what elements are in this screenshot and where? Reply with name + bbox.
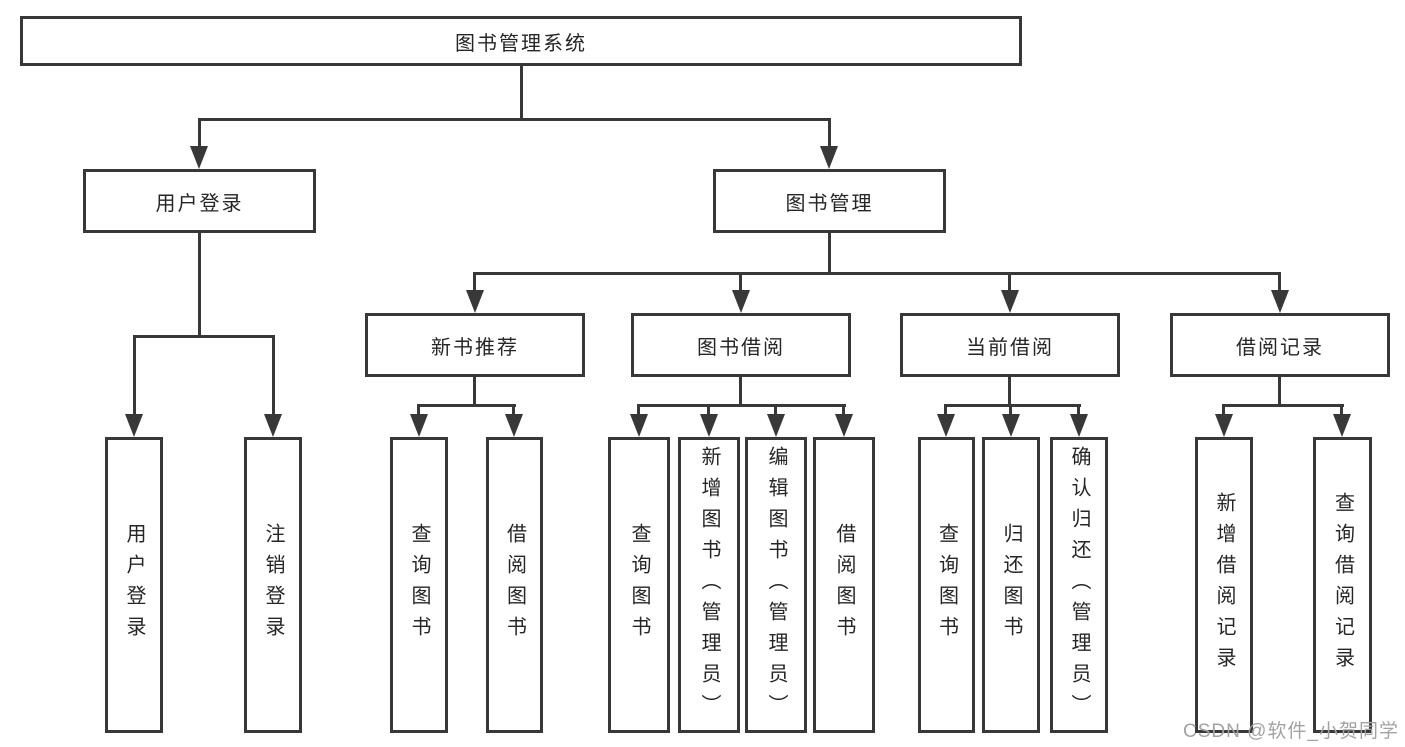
arrow-down-icon [630,414,648,437]
leaf-logout: 注销登录 [244,437,302,733]
connector-leaf-drop [1222,404,1225,416]
arrow-down-icon [125,414,143,437]
leaf-query-borrow-record: 查询借阅记录 [1313,437,1372,733]
leaf-label: 用户登录 [123,523,145,647]
leaf-label: 确认归还（管理员） [1068,445,1090,725]
leaf-user-login: 用户登录 [105,437,163,733]
arrow-down-icon [264,414,282,437]
node-library-management-system: 图书管理系统 [20,16,1022,66]
node-new-book-recommendation: 新书推荐 [365,313,585,377]
arrow-down-icon [1070,414,1088,437]
leaf-add-borrow-record: 新增借阅记录 [1195,437,1253,733]
connector-l3-drop [1008,272,1011,290]
leaf-label: 查询借阅记录 [1331,492,1354,678]
node-label: 图书借阅 [697,336,785,359]
arrow-down-icon [820,146,838,169]
arrow-down-icon [937,414,955,437]
node-borrowing-records: 借阅记录 [1170,313,1390,377]
leaf-label: 查询图书 [408,523,430,647]
connector-leaf-drop [774,404,777,416]
node-label: 借阅记录 [1236,336,1324,359]
arrow-down-icon [1002,414,1020,437]
connector-user-login-drop [198,118,201,150]
connector-book-mgmt-drop [828,118,831,150]
arrow-down-icon [700,414,718,437]
arrow-down-icon [190,146,208,169]
leaf-label: 查询图书 [628,523,650,647]
connector-leaf-drop [637,404,640,416]
connector-l3-drop [739,272,742,290]
connector-l3-drop [1278,272,1281,290]
connector-l3-branch [1222,404,1344,407]
connector-l3-branch [637,404,846,407]
node-label: 当前借阅 [966,336,1054,359]
connector-book-mgmt-branch [473,272,1281,275]
leaf-label: 新增图书（管理员） [698,445,720,725]
connector-user-login-stem [198,233,201,338]
node-user-login: 用户登录 [83,169,316,233]
leaf-label: 查询图书 [935,523,958,647]
connector-leaf-drop [133,335,136,416]
arrow-down-icon [1001,290,1019,313]
leaf-borrow-books-recommend: 借阅图书 [486,437,543,733]
leaf-edit-book-admin: 编辑图书（管理员） [745,437,807,733]
leaf-return-books: 归还图书 [982,437,1040,733]
leaf-borrow-books: 借阅图书 [813,437,875,733]
leaf-label: 借阅图书 [503,523,526,647]
leaf-label: 新增借阅记录 [1213,492,1235,678]
connector-root-branch [198,118,831,121]
connector-l3-branch [944,404,1081,407]
arrow-down-icon [1333,414,1351,437]
connector-l3-stem [739,377,742,407]
leaf-label: 借阅图书 [833,523,855,647]
connector-l3-branch [417,404,516,407]
connector-leaf-drop [707,404,710,416]
connector-leaf-drop [417,404,420,416]
csdn-watermark: CSDN @软件_小贺同学 [1183,721,1399,742]
connector-l3-drop [473,272,476,290]
arrow-down-icon [1271,290,1289,313]
connector-l3-stem [1278,377,1281,407]
connector-leaf-drop [1340,404,1343,416]
connector-l3-stem [1008,377,1011,407]
connector-l3-stem [473,377,476,407]
arrow-down-icon [767,414,785,437]
connector-leaf-drop [944,404,947,416]
leaf-query-books-recommend: 查询图书 [390,437,448,733]
node-label: 图书管理 [785,192,874,215]
node-label: 用户登录 [155,192,244,215]
connector-leaf-drop [272,335,275,416]
arrow-down-icon [505,414,523,437]
connector-user-login-branch [133,335,275,338]
leaf-query-books-current: 查询图书 [918,437,975,733]
leaf-query-books-borrowing: 查询图书 [608,437,670,733]
node-label: 图书管理系统 [455,32,587,55]
connector-root-stem [520,66,523,120]
connector-leaf-drop [1077,404,1080,416]
leaf-label: 编辑图书（管理员） [765,445,787,725]
leaf-label: 归还图书 [1000,523,1022,647]
connector-leaf-drop [842,404,845,416]
leaf-label: 注销登录 [262,523,284,647]
node-book-management: 图书管理 [713,169,946,233]
arrow-down-icon [410,414,428,437]
leaf-confirm-return-admin: 确认归还（管理员） [1050,437,1108,733]
node-book-borrowing: 图书借阅 [631,313,851,377]
node-current-borrowing: 当前借阅 [900,313,1120,377]
leaf-add-book-admin: 新增图书（管理员） [678,437,740,733]
arrow-down-icon [466,290,484,313]
connector-leaf-drop [512,404,515,416]
connector-leaf-drop [1009,404,1012,416]
connector-book-mgmt-stem [828,233,831,275]
arrow-down-icon [732,290,750,313]
arrow-down-icon [835,414,853,437]
arrow-down-icon [1215,414,1233,437]
node-label: 新书推荐 [431,336,519,359]
